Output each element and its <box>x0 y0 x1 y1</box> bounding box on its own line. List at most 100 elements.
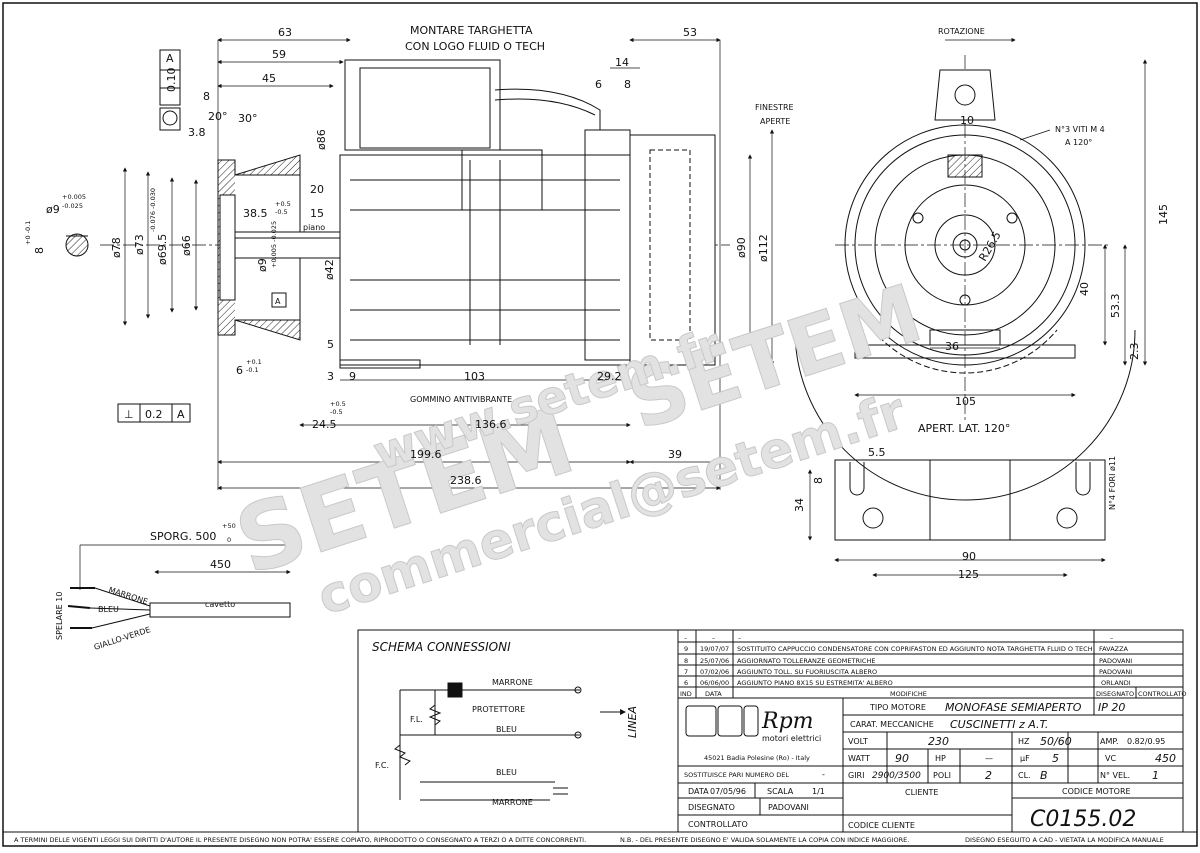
rev-ind-4: 6 <box>684 679 688 687</box>
cable-out: SPORG. 500 <box>150 530 216 543</box>
footer-validity: N.B. - DEL PRESENTE DISEGNO E' VALIDA SO… <box>620 836 909 844</box>
datum-a: A <box>275 297 281 306</box>
dim-phi86: ø86 <box>315 129 328 150</box>
vc-value: 450 <box>1155 752 1176 765</box>
dim-tol-01: +0 -0.1 <box>24 221 32 245</box>
dim-40: 40 <box>1078 282 1091 296</box>
poli-value: 2 <box>985 769 992 782</box>
dim-phi9-key: ø9 <box>46 203 60 216</box>
note-rubber: GOMMINO ANTIVIBRANTE <box>410 395 512 404</box>
rev-text-1: SOSTITUITO CAPPUCCIO CONDENSATORE CON CO… <box>737 645 1093 653</box>
drawing-code: C0155.02 <box>1030 807 1136 832</box>
rev-ind-3: 7 <box>684 668 688 676</box>
schema-protettore: PROTETTORE <box>472 705 525 714</box>
rev-header-mod: MODIFICHE <box>890 690 927 698</box>
dim-3: 3 <box>327 370 334 383</box>
note-rotation: ROTAZIONE <box>938 27 985 36</box>
cliente-label: CLIENTE <box>905 788 938 797</box>
brand-sub: motori elettrici <box>762 734 821 743</box>
strip-label: SPELARE 10 <box>55 592 64 640</box>
dim-9: 9 <box>349 370 356 383</box>
dim-phi69-tol: -0.076 -0.030 <box>149 188 157 232</box>
dim-8c: 8 <box>812 477 825 484</box>
volt-value: 230 <box>928 735 949 748</box>
perp-value: 0.2 <box>145 408 163 421</box>
schema-bleu-2: BLEU <box>496 768 517 777</box>
carat-label: CARAT. MECCANICHE <box>850 720 934 729</box>
note-windows-2: APERTE <box>760 117 790 126</box>
dim-24-5: 24.5 <box>312 418 337 431</box>
tipo-value: MONOFASE SEMIAPERTO <box>945 701 1082 714</box>
schema-title: SCHEMA CONNESSIONI <box>372 640 511 654</box>
dim-tol-rubber-p: +0.5 <box>330 400 346 408</box>
dim-63: 63 <box>278 26 292 39</box>
dim-10: 10 <box>960 114 974 127</box>
flatness-datum: A <box>166 52 174 65</box>
schema-bleu: BLEU <box>496 725 517 734</box>
dim-tol-m01: -0.1 <box>246 366 259 374</box>
controllato-label: CONTROLLATO <box>688 820 748 829</box>
hp-value: — <box>985 754 993 763</box>
dim-phi78: ø78 <box>110 237 123 258</box>
rev-text-4: AGGIUNTO PIANO 8X15 SU ESTREMITA' ALBERO <box>737 679 893 687</box>
dim-phi66: ø66 <box>180 235 193 256</box>
cable-tol: +50 <box>222 522 236 530</box>
dim-15: 15 <box>310 207 324 220</box>
footer-copyright: A TERMINI DELLE VIGENTI LEGGI SUI DIRITT… <box>14 836 586 844</box>
angle-30: 30° <box>238 112 258 125</box>
dim-8-key: 8 <box>33 247 46 254</box>
codice-cliente-label: CODICE CLIENTE <box>848 821 915 830</box>
cable-view <box>67 542 291 629</box>
dim-8: 8 <box>203 90 210 103</box>
data-value: 07/05/96 <box>710 787 746 796</box>
cable-tol-2: 0 <box>227 536 231 544</box>
carat-value: CUSCINETTI z A.T. <box>950 718 1048 731</box>
dim-r26-5: R26.5 <box>976 229 1003 263</box>
dim-199-6: 199.6 <box>410 448 442 461</box>
note-holes: N°4 FORI ø11 <box>1108 456 1117 510</box>
dim-53: 53 <box>683 26 697 39</box>
schema-fl: F.L. <box>410 715 423 724</box>
title-block: Rpm motori elettrici 45021 Badia Polesin… <box>684 701 1176 832</box>
cl-value: B <box>1040 769 1048 782</box>
schema-marrone-2: MARRONE <box>492 798 533 807</box>
hz-label: HZ <box>1018 737 1030 746</box>
dim-phi69: ø69.5 <box>156 234 169 265</box>
giri-value: 2900/3500 <box>872 771 921 781</box>
dim-6b: 6 <box>236 364 243 377</box>
rev-by-0: – <box>1110 634 1113 642</box>
rev-header-ind: IND <box>680 690 692 698</box>
amp-label: AMP. <box>1100 737 1119 746</box>
schema-marrone: MARRONE <box>492 678 533 687</box>
cl-label: CL. <box>1018 771 1031 780</box>
rev-date-2: 25/07/06 <box>700 657 729 665</box>
brand-logo: Rpm <box>761 709 814 734</box>
note-screws-2: A 120° <box>1065 138 1092 147</box>
dim-phi112: ø112 <box>757 234 770 262</box>
dim-238-6: 238.6 <box>450 474 482 487</box>
side-view-dimensions <box>122 37 775 491</box>
rev-date-1: 19/07/07 <box>700 645 729 653</box>
dim-36: 36 <box>945 340 959 353</box>
dim-tol-rubber-m: -0.5 <box>330 408 343 416</box>
amp-value: 0.82/0.95 <box>1127 737 1165 746</box>
dim-53-3: 53.3 <box>1109 294 1122 319</box>
volt-label: VOLT <box>848 737 868 746</box>
tipo-label: TIPO MOTORE <box>869 703 926 712</box>
dim-tol-m0025: -0.025 <box>62 202 83 210</box>
dim-tol-p05: +0.5 <box>275 200 291 208</box>
revision-table: – – – – 9 19/07/07 SOSTITUITO CAPPUCCIO … <box>680 634 1187 698</box>
watt-label: WATT <box>848 754 870 763</box>
schema-fc: F.C. <box>375 761 389 770</box>
rev-by-4: ORLANDI <box>1101 679 1131 687</box>
nvel-label: N° VEL. <box>1100 771 1130 780</box>
watt-value: 90 <box>895 752 909 765</box>
wire-brown: MARRONE <box>107 585 149 606</box>
dim-105: 105 <box>955 395 976 408</box>
uf-label: µF <box>1020 754 1030 763</box>
note-windows-1: FINESTRE <box>755 103 794 112</box>
note-key: piano <box>303 223 325 232</box>
